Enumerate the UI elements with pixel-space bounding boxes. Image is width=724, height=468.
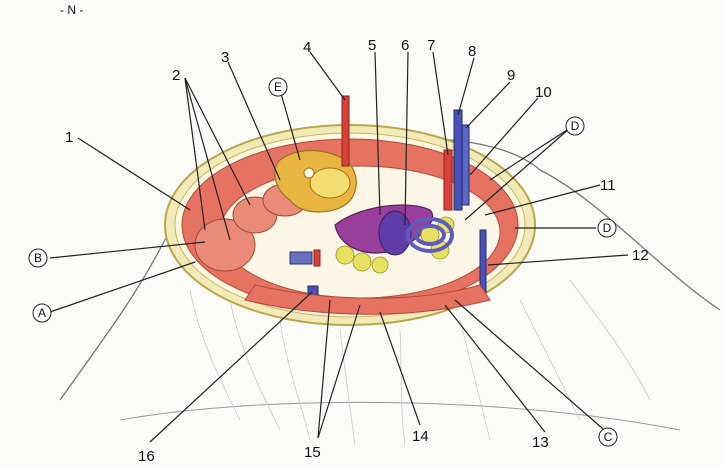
label-12: 12 (632, 247, 649, 264)
label-3: 3 (221, 49, 229, 66)
label-15: 15 (304, 444, 321, 461)
letter-B-marker: B (29, 249, 47, 267)
label-2: 2 (172, 67, 180, 84)
label-7: 7 (427, 37, 435, 54)
vessel-7 (444, 150, 452, 210)
letter-E-marker: E (269, 78, 287, 96)
spinal-canal (304, 168, 314, 178)
vertebral-body (310, 168, 350, 198)
header-text: - N - (60, 3, 83, 17)
letter-E: E (274, 80, 282, 94)
label-1: 1 (65, 129, 73, 146)
label-8: 8 (468, 43, 476, 60)
label-13: 13 (532, 434, 549, 451)
vessel-8 (454, 110, 462, 210)
letter-A: A (38, 306, 46, 320)
vessel-left-1 (290, 252, 312, 264)
label-14: 14 (412, 428, 429, 445)
letter-D-upper-marker: D (566, 117, 584, 135)
label-5: 5 (368, 37, 376, 54)
letter-B: B (34, 251, 42, 265)
letter-D-lower: D (603, 221, 612, 235)
letter-D-upper: D (571, 119, 580, 133)
label-9: 9 (507, 67, 515, 84)
letter-C: C (604, 430, 613, 444)
label-11: 11 (600, 177, 616, 194)
letter-A-marker: A (33, 304, 51, 322)
label-10: 10 (535, 84, 552, 101)
label-16: 16 (138, 448, 155, 465)
label-6: 6 (401, 37, 409, 54)
letter-C-marker: C (599, 428, 617, 446)
vessel-left-2 (314, 250, 320, 266)
label-4: 4 (303, 39, 311, 56)
vessel-9 (462, 125, 469, 205)
letter-D-lower-marker: D (598, 219, 616, 237)
vessel-4 (342, 96, 349, 166)
